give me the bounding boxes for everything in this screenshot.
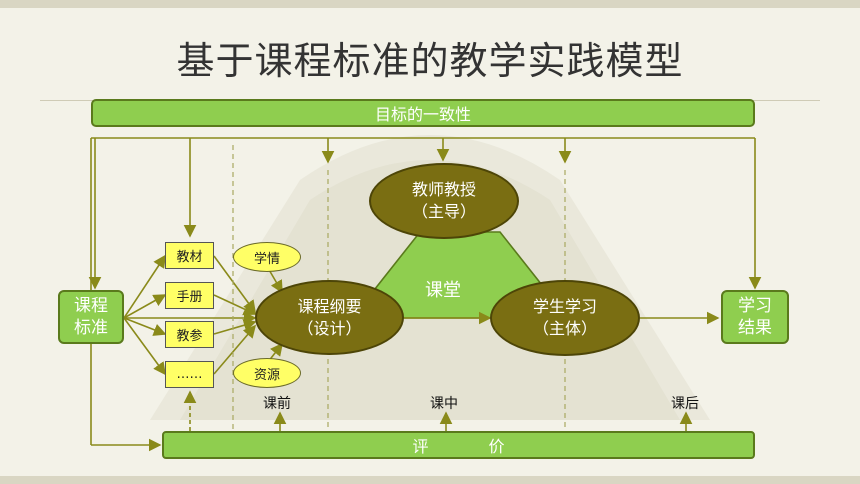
student-learning-oval: 学生学习 （主体） (490, 280, 640, 356)
bottom-band (0, 476, 860, 484)
learning-situation-oval: 学情 (233, 242, 301, 272)
evaluation-label: 评价 (412, 437, 565, 456)
material-teacher-guide: 教参 (165, 321, 214, 348)
phase-in-class: 课中 (430, 396, 458, 412)
learning-result-box: 学习 结果 (721, 290, 789, 344)
teacher-teaching-oval: 教师教授 （主导） (369, 163, 519, 239)
curriculum-standard-box: 课程 标准 (58, 290, 124, 344)
syllabus-oval: 课程纲要 （设计） (255, 280, 404, 355)
material-textbook: 教材 (165, 242, 214, 269)
classroom-label: 课堂 (425, 280, 461, 301)
phase-after-class: 课后 (671, 396, 699, 412)
resources-oval: 资源 (233, 358, 301, 388)
evaluation-bar: 评价 (162, 431, 755, 459)
material-more: …… (165, 361, 214, 388)
top-band (0, 0, 860, 8)
page-title: 基于课程标准的教学实践模型 (176, 39, 684, 83)
goal-consistency-bar: 目标的一致性 (91, 99, 755, 127)
material-handbook: 手册 (165, 282, 214, 309)
phase-before-class: 课前 (263, 396, 291, 412)
